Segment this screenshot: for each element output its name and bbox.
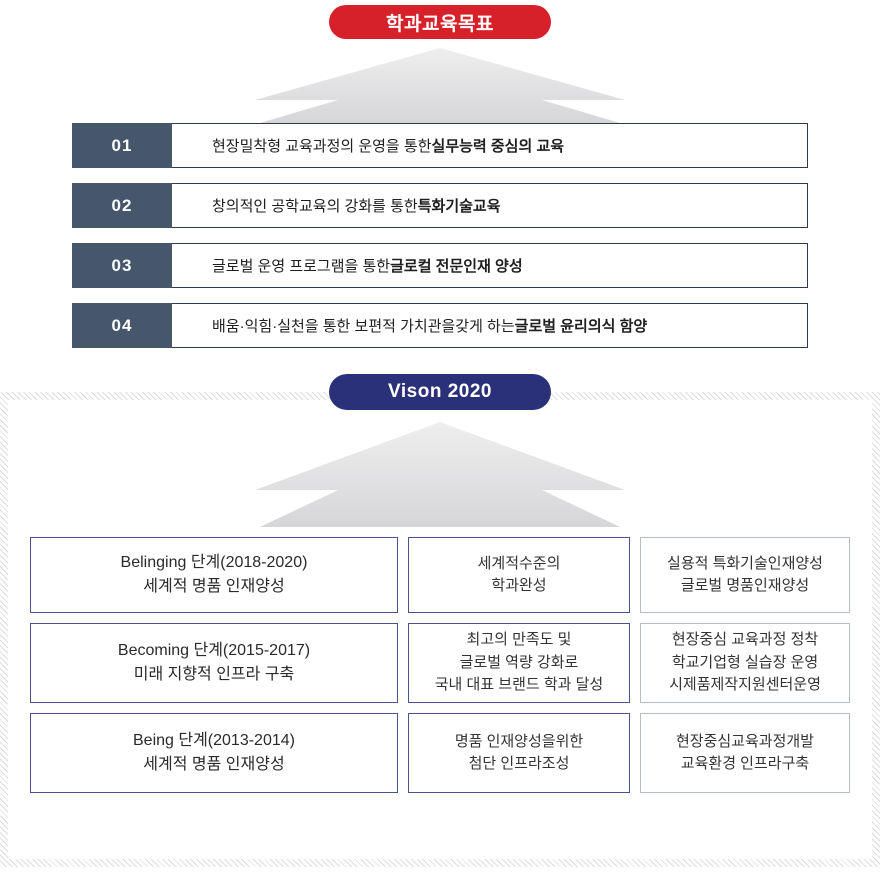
goal-text-bold: 실무능력 중심의 교육 (431, 138, 565, 155)
vision-detail-cell: 현장중심 교육과정 정착 학교기업형 실습장 운영 시제품제작지원센터운영 (640, 623, 850, 703)
vision-goal-cell: 세계적수준의 학과완성 (408, 537, 630, 613)
goal-text: 글로벌 운영 프로그램을 통한 글로컬 전문인재 양성 (172, 244, 807, 287)
up-arrow-icon (255, 48, 625, 123)
goal-row-02: 02 창의적인 공학교육의 강화를 통한 특화기술교육 (72, 183, 808, 228)
goal-text-bold: 글로컬 전문인재 양성 (390, 258, 523, 275)
vision-stage-cell: Becoming 단계(2015-2017) 미래 지향적 인프라 구축 (30, 623, 398, 703)
section-education-goals: 학과교육목표 01 현장밀착형 교육과정의 운영을 통한 실무능력 중심의 교육… (0, 5, 880, 348)
goal-list: 01 현장밀착형 교육과정의 운영을 통한 실무능력 중심의 교육 02 창의적… (72, 123, 808, 348)
vision-goal-cell: 최고의 만족도 및 글로벌 역량 강화로 국내 대표 브랜드 학과 달성 (408, 623, 630, 703)
goal-number: 02 (72, 183, 172, 228)
goal-text-normal: 글로벌 운영 프로그램을 통한 (212, 258, 391, 275)
goal-number: 01 (72, 123, 172, 168)
vision-stage-cell: Belinging 단계(2018-2020) 세계적 명품 인재양성 (30, 537, 398, 613)
vision-stage-cell: Being 단계(2013-2014) 세계적 명품 인재양성 (30, 713, 398, 793)
goal-text: 현장밀착형 교육과정의 운영을 통한 실무능력 중심의 교육 (172, 124, 807, 167)
goal-row-01: 01 현장밀착형 교육과정의 운영을 통한 실무능력 중심의 교육 (72, 123, 808, 168)
goal-text-normal: 배움·익힘·실천을 통한 보편적 가치관을갖게 하는 (212, 318, 515, 335)
vision-panel: Belinging 단계(2018-2020) 세계적 명품 인재양성 세계적수… (8, 400, 872, 859)
goal-text-normal: 창의적인 공학교육의 강화를 통한 (212, 198, 418, 215)
vision-detail-cell: 현장중심교육과정개발 교육환경 인프라구축 (640, 713, 850, 793)
section-vision-2020: Vison 2020 Belinging 단계(2018-2020) 세계적 명… (0, 374, 880, 867)
up-arrow-icon (255, 422, 625, 527)
vision-detail-cell: 실용적 특화기술인재양성 글로벌 명품인재양성 (640, 537, 850, 613)
hatched-border-panel: Belinging 단계(2018-2020) 세계적 명품 인재양성 세계적수… (0, 392, 880, 867)
goal-text-bold: 글로벌 윤리의식 함양 (514, 318, 648, 335)
goal-number: 04 (72, 303, 172, 348)
vision-badge: Vison 2020 (329, 374, 551, 410)
vision-goal-cell: 명품 인재양성을위한 첨단 인프라조성 (408, 713, 630, 793)
goal-text-bold: 특화기술교육 (417, 198, 501, 215)
goal-number: 03 (72, 243, 172, 288)
education-goals-badge: 학과교육목표 (329, 5, 551, 39)
goal-text-normal: 현장밀착형 교육과정의 운영을 통한 (212, 138, 432, 155)
goal-row-03: 03 글로벌 운영 프로그램을 통한 글로컬 전문인재 양성 (72, 243, 808, 288)
goal-text: 창의적인 공학교육의 강화를 통한 특화기술교육 (172, 184, 807, 227)
vision-grid: Belinging 단계(2018-2020) 세계적 명품 인재양성 세계적수… (30, 537, 850, 793)
